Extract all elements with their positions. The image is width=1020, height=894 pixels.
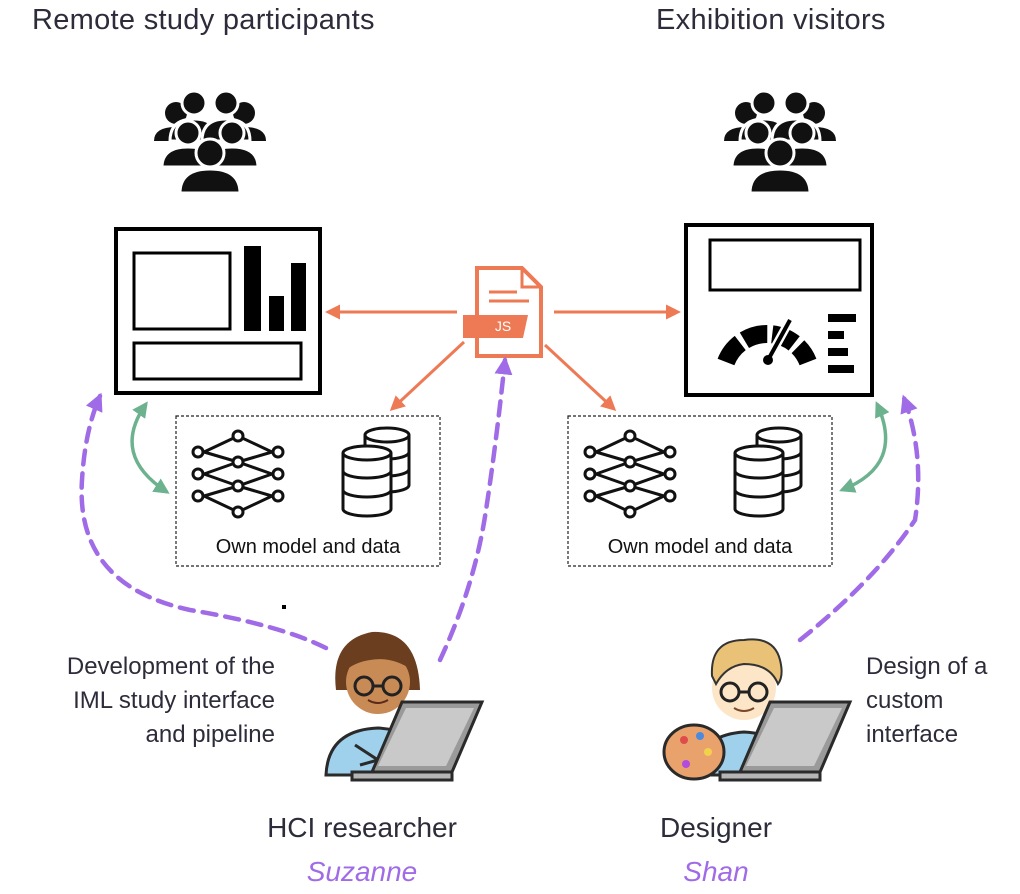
gauge-window-icon — [684, 223, 874, 397]
designer-desc-line: interface — [866, 721, 959, 748]
dashboard-window-icon — [114, 227, 322, 395]
model-box-label-left: Own model and data — [215, 536, 401, 558]
developer-arrows — [79, 356, 921, 663]
dot-mark — [282, 605, 286, 609]
model-data-box-left — [175, 415, 441, 567]
heading-exhibition-visitors: Exhibition visitors — [656, 4, 886, 36]
researcher-name: Suzanne — [306, 856, 418, 887]
palette-icon — [662, 723, 726, 781]
designer-name: Shan — [683, 856, 749, 887]
researcher-description: Development of the IML study interface a… — [67, 650, 275, 752]
designer-desc-line: custom — [866, 687, 944, 714]
researcher-desc-line: and pipeline — [145, 721, 275, 748]
researcher-avatar-icon — [324, 631, 422, 777]
researcher-desc-line: IML study interface — [73, 687, 275, 714]
group-icon-left — [152, 89, 268, 195]
designer-desc-line: Design of a — [866, 653, 988, 680]
heading-remote-participants: Remote study participants — [32, 4, 375, 36]
interaction-arrows — [130, 401, 890, 494]
researcher-role: HCI researcher — [267, 812, 457, 843]
js-label: JS — [494, 318, 512, 334]
researcher-desc-line: Development of the — [66, 653, 275, 680]
group-icon-right — [722, 89, 838, 195]
designer-role: Designer — [659, 812, 773, 843]
designer-description: Design of a custom interface — [866, 650, 987, 752]
model-box-label-right: Own model and data — [607, 536, 793, 558]
model-data-box-right — [567, 415, 833, 567]
js-deploy-arrows — [325, 304, 681, 412]
javascript-file-icon — [463, 266, 543, 358]
